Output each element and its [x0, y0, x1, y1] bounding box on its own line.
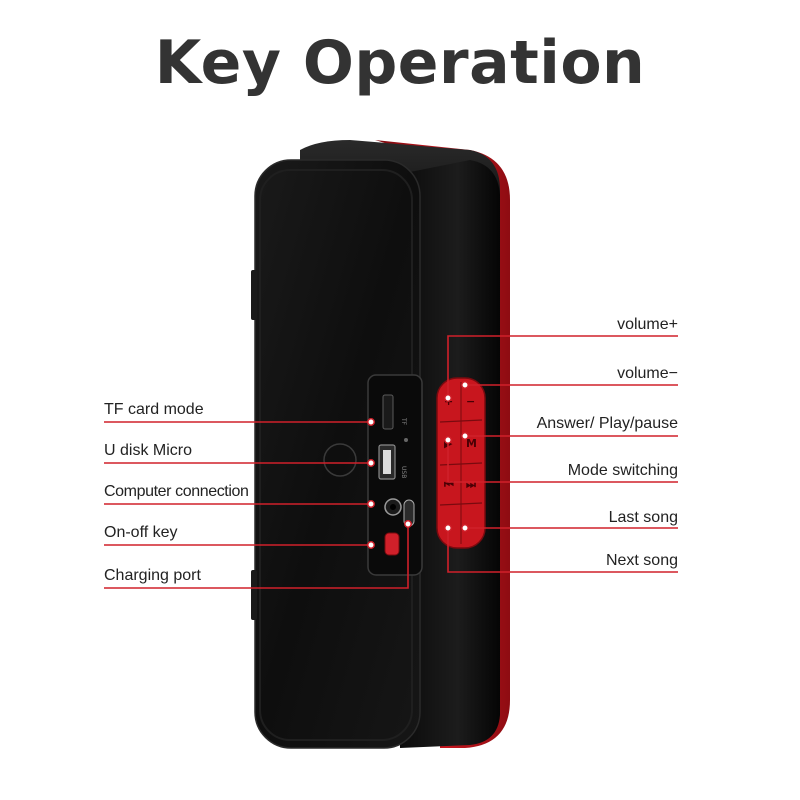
minus-icon: − [466, 395, 475, 408]
callout-line-mode [447, 440, 678, 483]
label-on-off-key: On-off key [104, 524, 178, 541]
label-next-song: Next song [605, 552, 678, 569]
label-volume-minus: volume− [617, 365, 678, 382]
label-computer-connection: Computer connection [104, 483, 249, 500]
page-title: Key Operation [154, 28, 646, 98]
label-last-song: Last song [608, 509, 678, 526]
label-u-disk-micro: U disk Micro [104, 442, 193, 459]
callout-line-charging [104, 526, 409, 589]
on-off-switch [384, 532, 400, 556]
label-answer-play-pause: Answer/ Play/pause [536, 415, 678, 432]
label-volume-plus: volume+ [617, 316, 678, 333]
tf-marking: TF [400, 417, 407, 426]
prev-icon: ⏮ [444, 478, 454, 491]
callout-line-next [447, 528, 678, 573]
label-charging-port: Charging port [104, 567, 201, 584]
label-tf-card-mode: TF card mode [104, 401, 204, 418]
mode-icon: M [466, 437, 477, 450]
label-mode-switching: Mode switching [567, 462, 678, 479]
front-round-button [323, 443, 357, 477]
tf-slot [382, 394, 394, 430]
usb-marking: USB [400, 466, 407, 478]
callout-line-volplus [447, 335, 678, 398]
next-icon: ⏭ [466, 478, 476, 491]
